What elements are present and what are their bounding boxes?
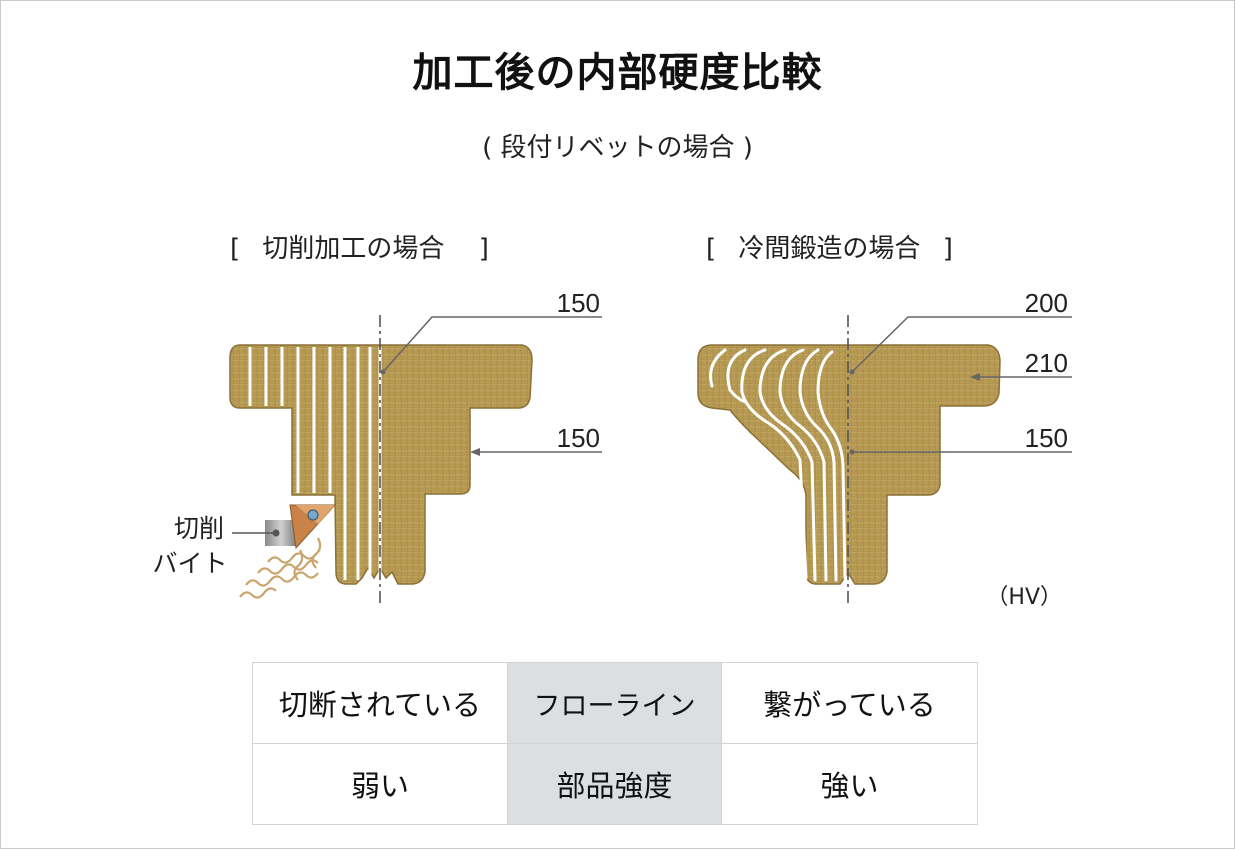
table-cell-flowline: フローライン [507,662,722,744]
right-label-close-bracket: ] [942,234,953,264]
table-cell-part-strength: 部品強度 [507,743,722,825]
right-rivet-body [697,344,1001,585]
tool-label-line1: 切削 [174,514,224,543]
table-row: 切断されている フローライン 繋がっている [252,662,978,744]
metal-chips [239,537,322,599]
right-label-text: 冷間鍛造の場合 [738,234,921,264]
left-label-text: 切削加工の場合 [262,234,445,264]
page-subtitle: ( 段付リベットの場合 ) [482,133,753,163]
left-top-value: 150 [557,288,600,318]
right-flange-value: 210 [1025,348,1068,378]
right-rivet-section: 200 210 150 [697,288,1072,607]
cutting-tool [265,504,337,550]
right-panel-label: [ 冷間鍛造の場合 ] [706,228,953,265]
comparison-table: 切断されている フローライン 繋がっている 弱い 部品強度 強い [252,662,978,825]
table-cell-connected: 繋がっている [721,662,978,744]
page-title: 加工後の内部硬度比較 [412,50,823,96]
table-cell-cut: 切断されている [252,662,508,744]
table-row: 弱い 部品強度 強い [252,743,978,825]
left-side-value: 150 [557,423,600,453]
right-top-value: 200 [1025,288,1068,318]
right-flow-lines [709,348,847,582]
table-cell-weak: 弱い [252,743,508,825]
right-side-value: 150 [1025,423,1068,453]
right-label-open-bracket: [ [706,234,717,264]
unit-label: （HV） [986,585,1062,610]
table-cell-strong: 強い [721,743,978,825]
left-rivet-section: 150 150 切削 バイト [152,288,602,607]
left-panel-label: [ 切削加工の場合 ] [230,228,489,265]
right-top-leader [851,316,1072,373]
left-label-open-bracket: [ [230,234,241,264]
left-top-leader [382,316,602,373]
tool-label-line2: バイト [152,549,227,578]
left-label-close-bracket: ] [478,234,489,264]
